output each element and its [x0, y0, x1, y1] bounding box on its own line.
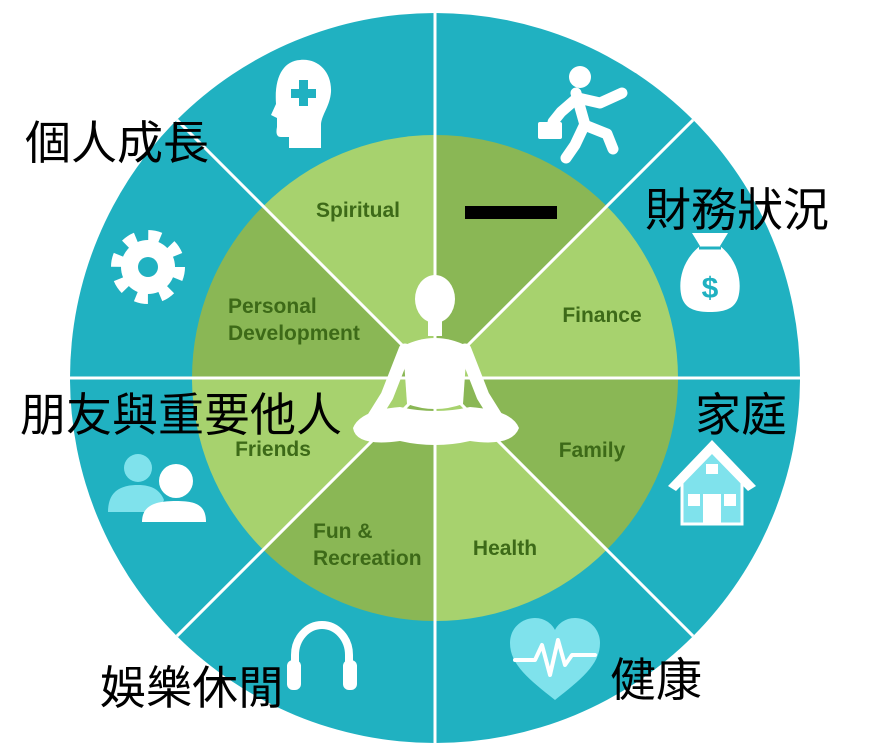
house-icon: [668, 440, 756, 526]
label-finance: Finance: [562, 304, 641, 327]
label-personal-line-2: Development: [228, 322, 360, 345]
headphones-icon: [287, 621, 357, 690]
gear-icon: [111, 230, 185, 304]
money-bag-icon: $: [680, 233, 740, 312]
overlay-label-personal-growth: 個人成長: [25, 116, 209, 170]
label-spiritual: Spiritual: [316, 199, 400, 222]
label-friends: Friends: [235, 438, 311, 461]
label-fun-line-2: Recreation: [313, 547, 422, 570]
overlay-label-health: 健康: [610, 653, 702, 707]
overlay-label-finance: 財務狀況: [645, 183, 829, 237]
label-family: Family: [559, 439, 626, 462]
head-plus-icon: [271, 59, 332, 148]
label-health: Health: [473, 537, 537, 560]
segment-personal-development: [192, 206, 435, 378]
overlay-label-recreation: 娛樂休閒: [100, 661, 284, 715]
money-symbol: $: [702, 272, 719, 305]
redaction-bar: [465, 206, 557, 219]
label-personal-line-1: Personal: [228, 295, 317, 318]
segment-spiritual: [263, 135, 435, 378]
walking-person-briefcase-icon: [538, 66, 628, 164]
overlay-label-family: 家庭: [695, 388, 787, 442]
people-icon: [108, 454, 206, 522]
segment-career: [435, 135, 607, 378]
meditation-figure-icon: [353, 275, 519, 445]
label-fun-line-1: Fun &: [313, 520, 372, 543]
heart-pulse-icon: [510, 618, 600, 700]
segment-finance: [435, 206, 678, 378]
overlay-label-friends: 朋友與重要他人: [20, 388, 342, 442]
